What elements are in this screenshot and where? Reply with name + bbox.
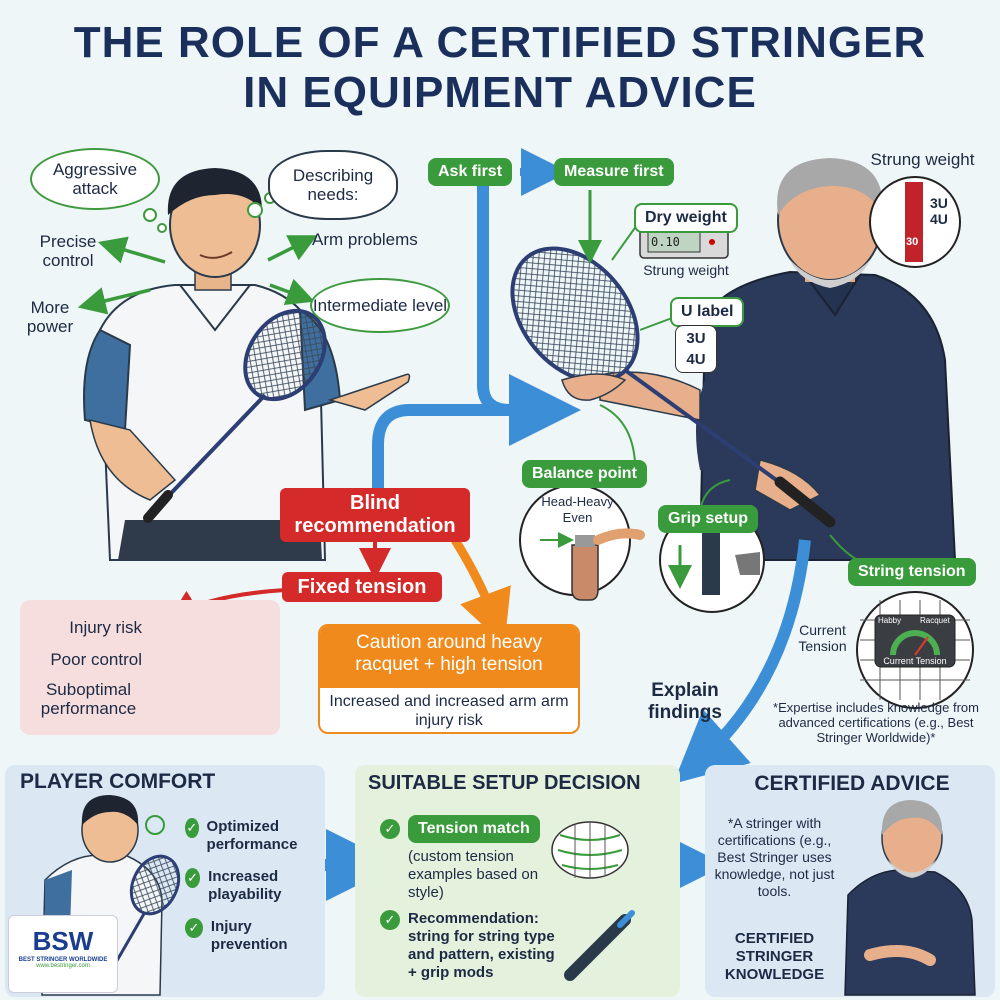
caution-panel: Caution around heavy racquet + high tens… [318, 624, 580, 734]
tension-match-row: ✓ Tension match [380, 815, 540, 843]
need-aggressive-attack: Aggressive attack [30, 148, 160, 210]
consequence-poor-control: Poor control [50, 650, 142, 669]
blind-recommendation-box: Blind recommendation [280, 488, 470, 542]
expertise-note: *Expertise includes knowledge from advan… [773, 700, 979, 745]
balance-even: Even [562, 510, 593, 525]
explain-findings-label: Explain findings [648, 680, 722, 723]
fixed-tension-box: Fixed tension [282, 572, 442, 602]
player-figure [83, 168, 411, 561]
measure-first-tag: Measure first [554, 158, 674, 186]
strings-icon [551, 821, 629, 879]
comfort-item: ✓ Injury prevention [185, 918, 320, 954]
player-racquet [143, 308, 327, 523]
recommendation-text: Recommendation: string for string type a… [408, 910, 555, 981]
describing-needs-bubble: Describing needs: [268, 150, 398, 220]
grommet-values: 3U 4U [930, 195, 948, 227]
comfort-item-label: Injury prevention [210, 918, 288, 953]
grommet-3u: 3U [930, 195, 948, 211]
need-precise-control: Precise control [39, 232, 97, 270]
comfort-item: ✓ Increased playability [185, 868, 320, 904]
bsw-logo-url: www.bestringer.com [36, 963, 90, 969]
red-number: 30 [906, 236, 919, 248]
advice-title: CERTIFIED ADVICE [754, 772, 950, 795]
need-more-power: More power [26, 298, 74, 336]
advice-note: *A stringer with certifications (e.g., B… [714, 815, 835, 899]
current-tension-label: Current Tension [798, 622, 847, 654]
grip-icon [564, 910, 635, 981]
gauge-left-label: Habby [878, 616, 902, 625]
scale-display: 0.10 [651, 235, 680, 249]
strung-weight-under-scale: Strung weight [643, 262, 729, 278]
balance-values: Head-Heavy Even [535, 494, 620, 526]
consequence-injury-risk: Injury risk [69, 618, 142, 637]
recommendation-row: ✓ Recommendation: string for string type… [380, 910, 560, 982]
comfort-title: PLAYER COMFORT [20, 770, 216, 793]
ask-first-tag: Ask first [428, 158, 513, 186]
need-arm-problems: Arm problems [312, 230, 418, 249]
string-tension-tag: String tension [848, 558, 976, 586]
caution-body: Increased and increased arm arm injury r… [329, 693, 569, 729]
comfort-list: ✓ Optimized performance ✓ Increased play… [185, 818, 320, 954]
u-value-4u: 4U [686, 351, 706, 368]
consequence-suboptimal-performance: Suboptimal performance [40, 680, 137, 718]
check-icon: ✓ [185, 818, 199, 838]
need-intermediate-level: Intermediate level [310, 278, 450, 333]
balance-point-tag: Balance point [522, 460, 647, 488]
dry-weight-tag: Dry weight [634, 203, 738, 233]
stringer-figure [599, 158, 957, 561]
check-icon: ✓ [185, 868, 201, 888]
bsw-logo-subtext: BEST STRINGER WORLDWIDE [18, 957, 108, 963]
strung-weight-title: Strung weight [870, 150, 975, 169]
u-value-3u: 3U [686, 330, 706, 347]
check-icon: ✓ [380, 910, 400, 930]
tension-match-tag: Tension match [408, 815, 540, 843]
decision-title: SUITABLE SETUP DECISION [368, 772, 641, 794]
advice-caption: CERTIFIED STRINGER KNOWLEDGE [724, 930, 825, 983]
page-title: THE ROLE OF A CERTIFIED STRINGER IN EQUI… [0, 18, 1000, 118]
gauge-bottom-label: Current Tension [883, 656, 947, 666]
mini-stringer-figure [844, 800, 976, 996]
grip-setup-tag: Grip setup [658, 505, 759, 533]
check-icon: ✓ [380, 819, 400, 839]
bsw-logo-text: BSW [32, 926, 94, 956]
comfort-item: ✓ Optimized performance [185, 818, 320, 854]
tension-desc: (custom tension examples based on style) [408, 848, 539, 901]
caution-title: Caution around heavy racquet + high tens… [320, 626, 578, 688]
gauge-right-label: Racquet [920, 616, 950, 625]
u-label-tag: U label [670, 297, 745, 327]
bsw-logo: BSW BEST STRINGER WORLDWIDE www.bestring… [8, 915, 118, 993]
balance-head-heavy: Head-Heavy [541, 494, 614, 509]
comfort-item-label: Optimized performance [206, 818, 298, 853]
title-line-2: IN EQUIPMENT ADVICE [243, 68, 757, 117]
grommet-4u: 4U [930, 211, 948, 227]
check-icon: ✓ [185, 918, 203, 938]
title-line-1: THE ROLE OF A CERTIFIED STRINGER [73, 18, 927, 67]
u-label-box: 3U 4U [675, 325, 717, 373]
stringer-racquet [510, 246, 836, 528]
consequences-panel [20, 600, 280, 735]
comfort-item-label: Increased playability [208, 868, 282, 903]
